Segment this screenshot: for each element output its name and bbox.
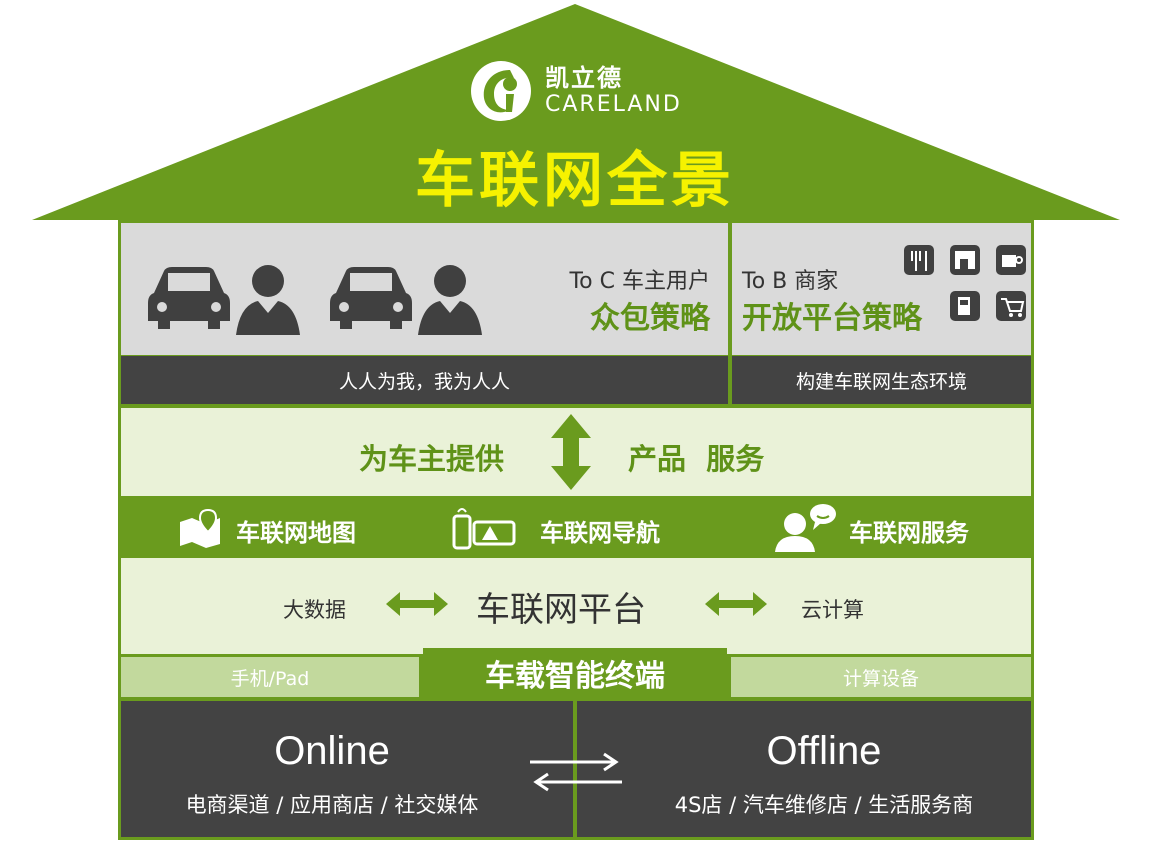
online-sub: 电商渠道 / 应用商店 / 社交媒体: [185, 793, 479, 817]
car-navigation-icon: [452, 508, 516, 550]
to-c-label: To C 车主用户: [569, 269, 710, 294]
provide-row: 为车主提供 产品 服务: [121, 408, 1031, 496]
page-title: 车联网全景: [415, 146, 735, 216]
customer-service-icon: [775, 504, 836, 552]
car-icon: [330, 267, 412, 329]
car-icon: [148, 267, 230, 329]
platform-center: 车联网平台: [476, 590, 646, 630]
coffee-icon: [996, 245, 1026, 275]
up-down-arrow-icon: [551, 414, 591, 490]
to-b-panel: To B 商家 开放平台策略: [732, 223, 1031, 355]
to-b-slogan: 构建车联网生态环境: [732, 356, 1031, 404]
terminal-vehicle: 车载智能终端: [423, 648, 727, 698]
platform-left: 大数据: [283, 598, 346, 622]
online-panel: Online 电商渠道 / 应用商店 / 社交媒体: [121, 701, 573, 837]
logo-name-en: CARELAND: [545, 92, 682, 117]
to-b-label: To B 商家: [742, 269, 839, 294]
house-body: To C 车主用户 众包策略 To B 商家 开放平台策略 人人为我，我为人人 …: [118, 220, 1034, 840]
service-navigation[interactable]: 车联网导航: [422, 500, 727, 555]
person-icon: [418, 265, 482, 335]
to-c-strategy: 众包策略: [590, 301, 710, 336]
service-service[interactable]: 车联网服务: [731, 500, 1031, 555]
to-c-slogan: 人人为我，我为人人: [121, 356, 728, 404]
careland-logo-icon: [471, 61, 531, 121]
to-c-panel: To C 车主用户 众包策略: [121, 223, 728, 355]
terminal-mobile: 手机/Pad: [121, 657, 419, 697]
cart-icon: [996, 291, 1026, 321]
provide-left: 为车主提供: [359, 442, 505, 476]
provide-right: 产品 服务: [628, 442, 765, 476]
to-b-strategy: 开放平台策略: [742, 301, 922, 336]
left-right-arrow-icon: [386, 592, 448, 616]
service-map[interactable]: 车联网地图: [121, 500, 418, 555]
offline-sub: 4S店 / 汽车维修店 / 生活服务商: [674, 793, 974, 817]
service-map-label: 车联网地图: [236, 519, 356, 547]
platform-row: 大数据 车联网平台 云计算: [121, 558, 1031, 654]
fuel-icon: [950, 291, 980, 321]
platform-right: 云计算: [801, 598, 864, 622]
store-icon: [950, 245, 980, 275]
offline-panel: Offline 4S店 / 汽车维修店 / 生活服务商: [577, 701, 1031, 837]
exchange-arrows-icon: [530, 752, 622, 792]
map-pin-icon: [180, 508, 220, 548]
left-right-arrow-icon: [705, 592, 767, 616]
logo-name-cn: 凯立德: [545, 64, 623, 92]
offline-title: Offline: [766, 729, 882, 773]
online-title: Online: [274, 729, 390, 773]
service-service-label: 车联网服务: [849, 519, 969, 547]
roof: [32, 4, 1120, 220]
service-navigation-label: 车联网导航: [540, 519, 660, 547]
merchant-icons: [904, 245, 1026, 321]
users-icons: [148, 265, 482, 335]
terminal-computer: 计算设备: [731, 657, 1031, 697]
person-icon: [236, 265, 300, 335]
fork-knife-icon: [904, 245, 934, 275]
